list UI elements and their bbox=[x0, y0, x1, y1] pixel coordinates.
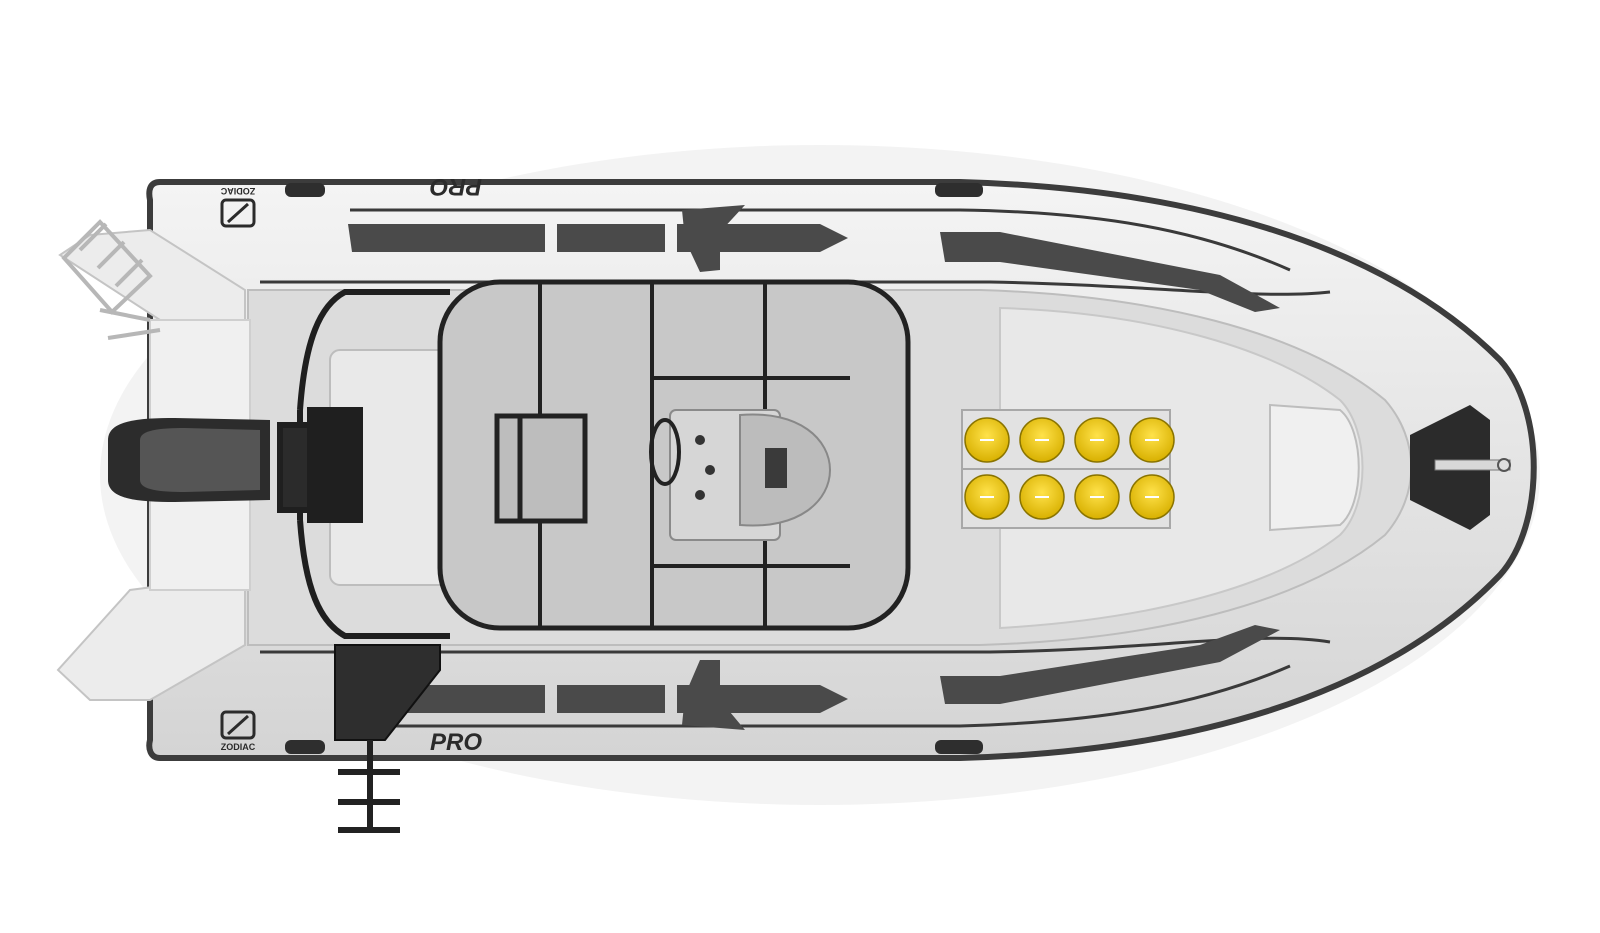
stern-step-plate bbox=[334, 644, 441, 833]
zodiac-logo-icon bbox=[220, 198, 256, 228]
bow-fitting bbox=[1410, 405, 1511, 530]
zodiac-logo-port: ZODIAC bbox=[220, 186, 256, 228]
leaning-post bbox=[494, 413, 588, 524]
stern-tube-end-starboard bbox=[56, 573, 246, 701]
boarding-ladder bbox=[61, 219, 161, 340]
pro-model-text-starboard: PRO bbox=[430, 729, 482, 756]
outboard-engine bbox=[108, 418, 306, 502]
dive-tank-rack bbox=[961, 409, 1175, 529]
zodiac-logo-icon bbox=[220, 710, 256, 740]
zodiac-logo-starboard: ZODIAC bbox=[220, 710, 256, 752]
zodiac-brand-text-port: ZODIAC bbox=[220, 186, 255, 196]
tank-valves bbox=[980, 439, 1159, 498]
handline-port bbox=[260, 208, 1331, 296]
roll-bar bbox=[277, 289, 450, 639]
steering-wheel bbox=[649, 418, 681, 486]
pro-model-text-port: PRO bbox=[430, 173, 482, 200]
tube-stripes-port bbox=[348, 205, 1280, 312]
helm-console bbox=[649, 409, 832, 541]
zodiac-brand-text-starboard: ZODIAC bbox=[221, 742, 256, 752]
handline-starboard bbox=[260, 636, 1331, 728]
tube-cleats bbox=[285, 183, 983, 754]
deck-panel-front bbox=[999, 306, 1364, 630]
bow-locker bbox=[1269, 403, 1360, 532]
